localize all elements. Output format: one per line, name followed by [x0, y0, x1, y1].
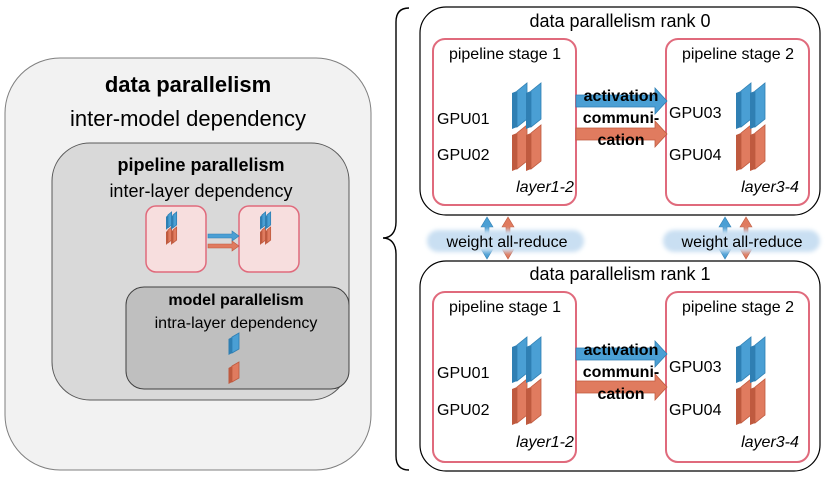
rank-0-gpu01-label: GPU01 — [437, 111, 490, 128]
rank-1-activation-line-3: cation — [597, 386, 644, 403]
gpu-layer-plate — [166, 211, 172, 230]
rank-0-activation-line-2: communi- — [583, 110, 659, 127]
mini-activation-arrow-blue — [207, 230, 240, 242]
rank-1-layer3-4-label: layer3-4 — [741, 434, 799, 451]
data-parallelism-subtitle: inter-model dependency — [70, 106, 306, 131]
rank-0-layer1-2-label: layer1-2 — [516, 179, 574, 196]
gpu-layer-plate — [228, 361, 240, 384]
gpu-layer-plate — [228, 332, 240, 355]
rank-0-stage-2-title: pipeline stage 2 — [682, 46, 794, 63]
rank-1-layer1-2-label: layer1-2 — [516, 434, 574, 451]
gpu-layer-plate — [750, 82, 766, 129]
rank-1-activation-arrow-red — [575, 372, 668, 402]
gpu-layer-plate — [750, 336, 766, 383]
rank-1-gpu03-label: GPU03 — [669, 359, 722, 376]
allreduce-right-label: weight all-reduce — [681, 234, 803, 251]
gpu-layer-plate — [512, 336, 528, 383]
rank-0-activation-arrow-red — [575, 119, 668, 149]
gpu-layer-plate — [171, 226, 178, 245]
rank-1-gpu04-label: GPU04 — [669, 402, 722, 419]
rank-0-activation-line-1: activation — [584, 88, 659, 105]
rank-0-gpu04-label: GPU04 — [669, 147, 722, 164]
rank-1-stage-2-gpu-stack — [736, 336, 766, 425]
mini-activation-arrow-red — [207, 240, 240, 252]
gpu-layer-plate — [736, 82, 752, 129]
rank-0-stage-1-gpu-stack — [512, 82, 542, 171]
gpu-layer-plate — [526, 124, 542, 171]
rank-1-stage-2-title: pipeline stage 2 — [682, 299, 794, 316]
rank-1-gpu02-label: GPU02 — [437, 402, 490, 419]
gpu-layer-plate — [265, 226, 272, 245]
mini-gpu-stack-1 — [166, 211, 178, 245]
rank-0-activation-arrow-blue — [575, 86, 668, 116]
gpu-layer-plate — [526, 82, 542, 129]
rank-0-stage-1-box — [432, 38, 577, 206]
rank-0-stage-2-gpu-stack — [736, 82, 766, 171]
gpu-layer-plate — [736, 378, 752, 425]
rank-0-title: data parallelism rank 0 — [529, 11, 710, 31]
gpu-layer-plate — [512, 82, 528, 129]
gpu-layer-plate — [265, 211, 272, 230]
rank-0-gpu02-label: GPU02 — [437, 147, 490, 164]
rank-1-activation-line-1: activation — [584, 342, 659, 359]
gpu-layer-plate — [526, 336, 542, 383]
gpu-layer-plate — [750, 124, 766, 171]
gpu-layer-plate — [512, 124, 528, 171]
rank-1-stage-1-gpu-stack — [512, 336, 542, 425]
rank-1-gpu01-label: GPU01 — [437, 365, 490, 382]
rank-0-gpu03-label: GPU03 — [669, 105, 722, 122]
allreduce-left-label: weight all-reduce — [446, 234, 568, 251]
mini-gpu-stack-2 — [260, 211, 272, 245]
mini-pipeline-illustration — [145, 205, 300, 273]
pipeline-parallelism-title: pipeline parallelism — [117, 155, 284, 175]
mini-model-gpu-stack — [228, 332, 240, 384]
gpu-layer-plate — [750, 378, 766, 425]
gpu-layer-plate — [526, 378, 542, 425]
model-parallelism-subtitle: intra-layer dependency — [155, 315, 318, 332]
data-parallelism-title: data parallelism — [105, 72, 271, 97]
allreduce-left-glow — [427, 230, 584, 252]
allreduce-right-glow — [663, 230, 820, 252]
rank-1-activation-line-2: communi- — [583, 364, 659, 381]
rank-1-activation-arrow-blue — [575, 339, 668, 369]
rank-0-stage-1-title: pipeline stage 1 — [449, 46, 561, 63]
rank-0-activation-line-3: cation — [597, 132, 644, 149]
rank-0-layer3-4-label: layer3-4 — [741, 179, 799, 196]
rank-1-stage-1-title: pipeline stage 1 — [449, 299, 561, 316]
pipeline-parallelism-subtitle: inter-layer dependency — [109, 181, 292, 201]
model-parallelism-title: model parallelism — [168, 292, 303, 309]
gpu-layer-plate — [171, 211, 178, 230]
rank-1-title: data parallelism rank 1 — [529, 264, 710, 284]
grouping-brace — [382, 7, 410, 471]
gpu-layer-plate — [512, 378, 528, 425]
rank-1-stage-1-box — [432, 291, 577, 463]
